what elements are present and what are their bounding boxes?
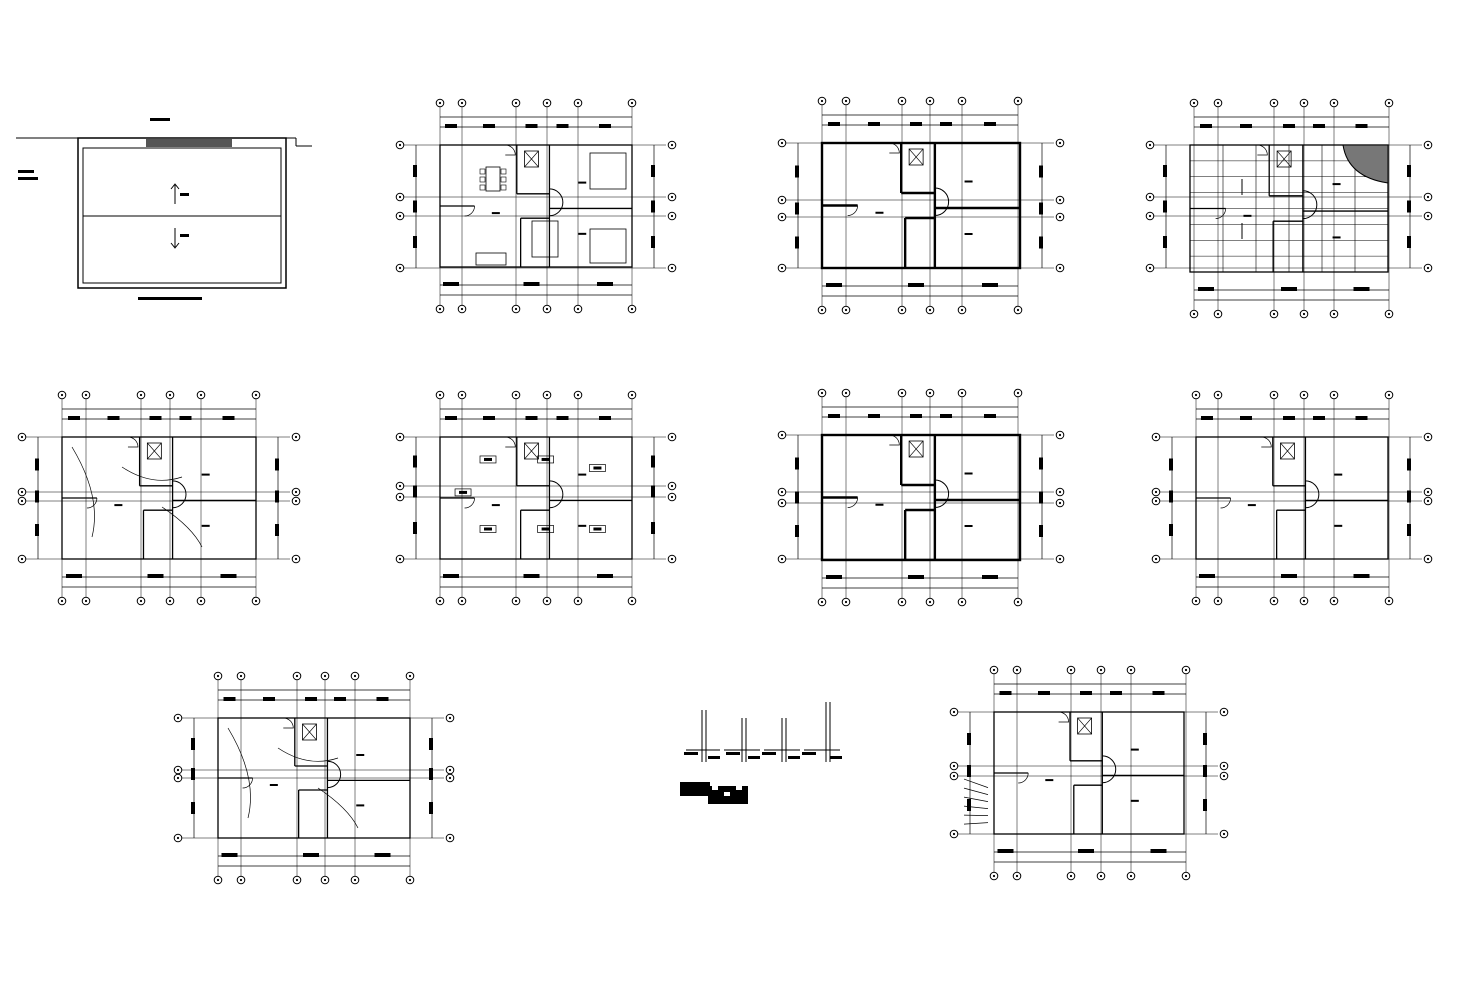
floor-plan-drawings — [17, 96, 1433, 885]
foundation-plan — [777, 388, 1065, 607]
structure-plan — [777, 96, 1065, 315]
detail-sheet — [680, 702, 842, 804]
electrical-plan-2 — [173, 671, 455, 885]
plumbing-plan-1 — [1151, 390, 1433, 606]
plumbing-plan-2 — [949, 665, 1229, 881]
ridge-vent — [146, 139, 232, 147]
ground-floor-furnished — [395, 98, 677, 314]
electrical-plan-1 — [17, 390, 301, 606]
roof-framing-plan — [1145, 98, 1433, 319]
lighting-plan — [395, 390, 677, 606]
roof-plan — [16, 118, 312, 300]
